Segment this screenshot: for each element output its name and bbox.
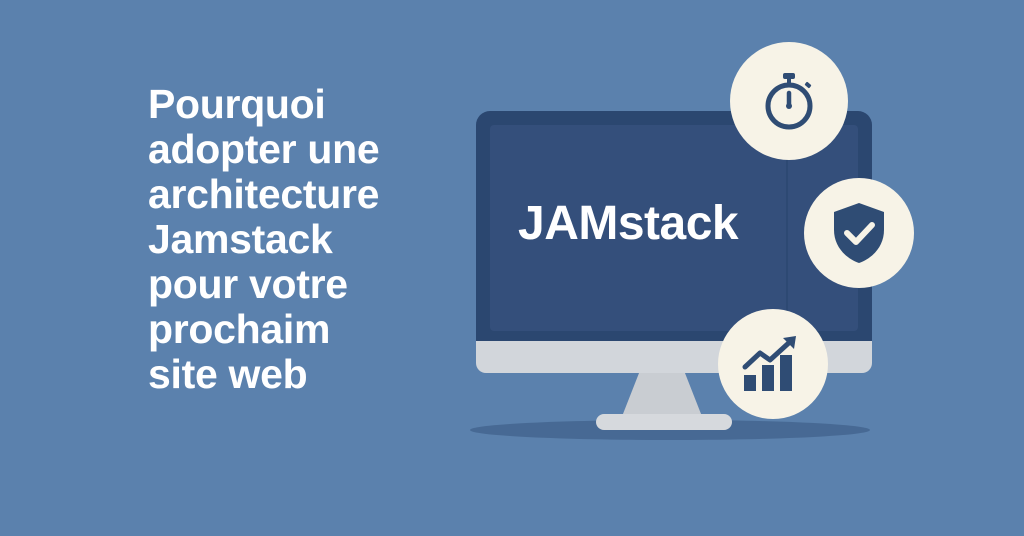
- shield-check-icon: [828, 200, 890, 266]
- bar-chart-growth-icon: [740, 333, 806, 395]
- headline: Pourquoi adopter une architecture Jamsta…: [148, 82, 448, 397]
- monitor-base: [596, 414, 732, 430]
- headline-line: architecture: [148, 171, 380, 217]
- headline-line: Jamstack: [148, 216, 333, 262]
- monitor-shadow: [470, 420, 870, 440]
- headline-line: prochaim: [148, 306, 331, 352]
- monitor-neck: [621, 373, 703, 419]
- stopwatch-badge: [730, 42, 848, 160]
- shield-badge: [804, 178, 914, 288]
- headline-line: site web: [148, 351, 308, 397]
- screen-title: JAMstack: [518, 197, 739, 250]
- headline-line: adopter une: [148, 126, 380, 172]
- stopwatch-icon: [757, 69, 821, 133]
- screen-divider: [786, 125, 788, 331]
- headline-line: Pourquoi: [148, 81, 326, 127]
- growth-badge: [718, 309, 828, 419]
- headline-line: pour votre: [148, 261, 348, 307]
